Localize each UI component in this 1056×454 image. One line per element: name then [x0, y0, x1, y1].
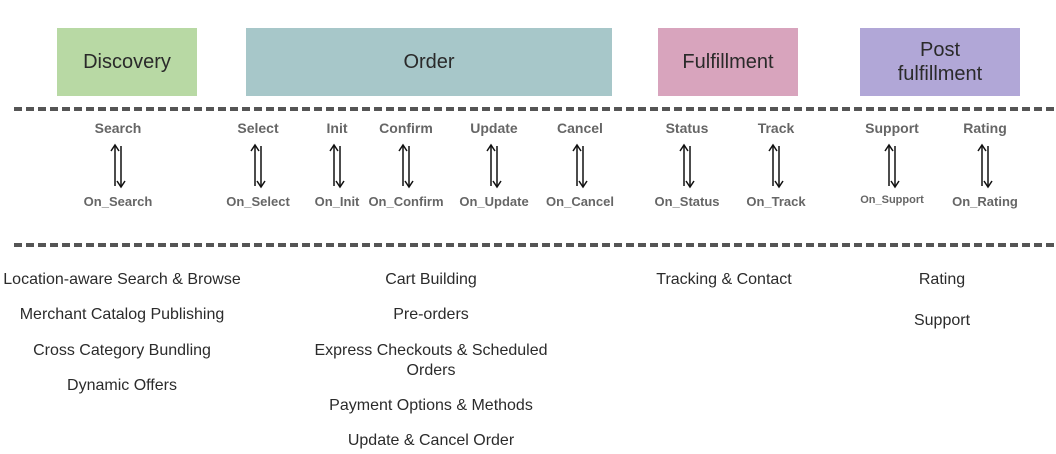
up-down-arrows-icon [484, 142, 504, 190]
feature-item: Rating [918, 271, 966, 288]
up-down-arrows-icon [975, 142, 995, 190]
phase-fulfillment-label: Fulfillment [682, 51, 774, 73]
api-request-label: Update [470, 120, 518, 136]
api-request-label: Cancel [557, 120, 603, 136]
up-down-arrows-icon [396, 142, 416, 190]
api-request-label: Track [757, 120, 795, 136]
phase-post-label-line1: Post [919, 39, 961, 61]
api-response-label: On_Support [860, 194, 924, 206]
up-down-arrows-icon [570, 142, 590, 190]
api-request-label: Status [665, 120, 709, 136]
api-response-label: On_Rating [952, 194, 1018, 209]
feature-item: Location-aware Search & Browse [3, 271, 241, 288]
phase-post-label-line2: fulfillment [897, 63, 983, 85]
api-response-label: On_Cancel [546, 194, 614, 209]
up-down-arrows-icon [766, 142, 786, 190]
dashed-divider-bottom [14, 243, 1054, 247]
phase-order: Order [246, 28, 612, 96]
api-request-label: Init [326, 120, 348, 136]
feature-item: Tracking & Contact [656, 271, 792, 288]
features-post: Rating Support [880, 270, 1004, 331]
api-response-label: On_Select [226, 194, 290, 209]
features-discovery: Location-aware Search & Browse Merchant … [2, 270, 242, 396]
feature-item: Payment Options & Methods [329, 397, 533, 414]
phase-order-label: Order [403, 51, 455, 73]
api-response-label: On_Track [746, 194, 806, 209]
up-down-arrows-icon [327, 142, 347, 190]
feature-item: Update & Cancel Order [347, 432, 515, 449]
up-down-arrows-icon [108, 142, 128, 190]
phase-discovery: Discovery [57, 28, 197, 96]
phase-post-fulfillment: Post fulfillment [860, 28, 1020, 96]
feature-item: Support [913, 312, 971, 329]
api-response-label: On_Init [314, 194, 360, 209]
api-request-label: Rating [963, 120, 1007, 136]
feature-item: Merchant Catalog Publishing [19, 306, 225, 323]
feature-item: Cross Category Bundling [33, 342, 211, 359]
dashed-divider-top [14, 107, 1054, 111]
features-fulfillment: Tracking & Contact [644, 270, 804, 290]
up-down-arrows-icon [677, 142, 697, 190]
feature-item: Dynamic Offers [67, 377, 177, 394]
up-down-arrows-icon [248, 142, 268, 190]
features-order: Cart Building Pre-orders Express Checkou… [306, 270, 556, 451]
feature-item: Express Checkouts & Scheduled Orders [314, 342, 548, 379]
api-response-label: On_Update [459, 194, 529, 209]
api-request-label: Support [865, 120, 919, 136]
up-down-arrows-icon [882, 142, 902, 190]
api-response-label: On_Status [654, 194, 720, 209]
phase-discovery-label: Discovery [83, 51, 171, 73]
feature-item: Cart Building [385, 271, 477, 288]
phase-fulfillment: Fulfillment [658, 28, 798, 96]
api-response-label: On_Search [83, 194, 153, 209]
api-request-label: Select [237, 120, 279, 136]
api-request-label: Search [94, 120, 142, 136]
feature-item: Pre-orders [393, 306, 469, 323]
api-response-label: On_Confirm [368, 194, 444, 209]
api-request-label: Confirm [379, 120, 433, 136]
